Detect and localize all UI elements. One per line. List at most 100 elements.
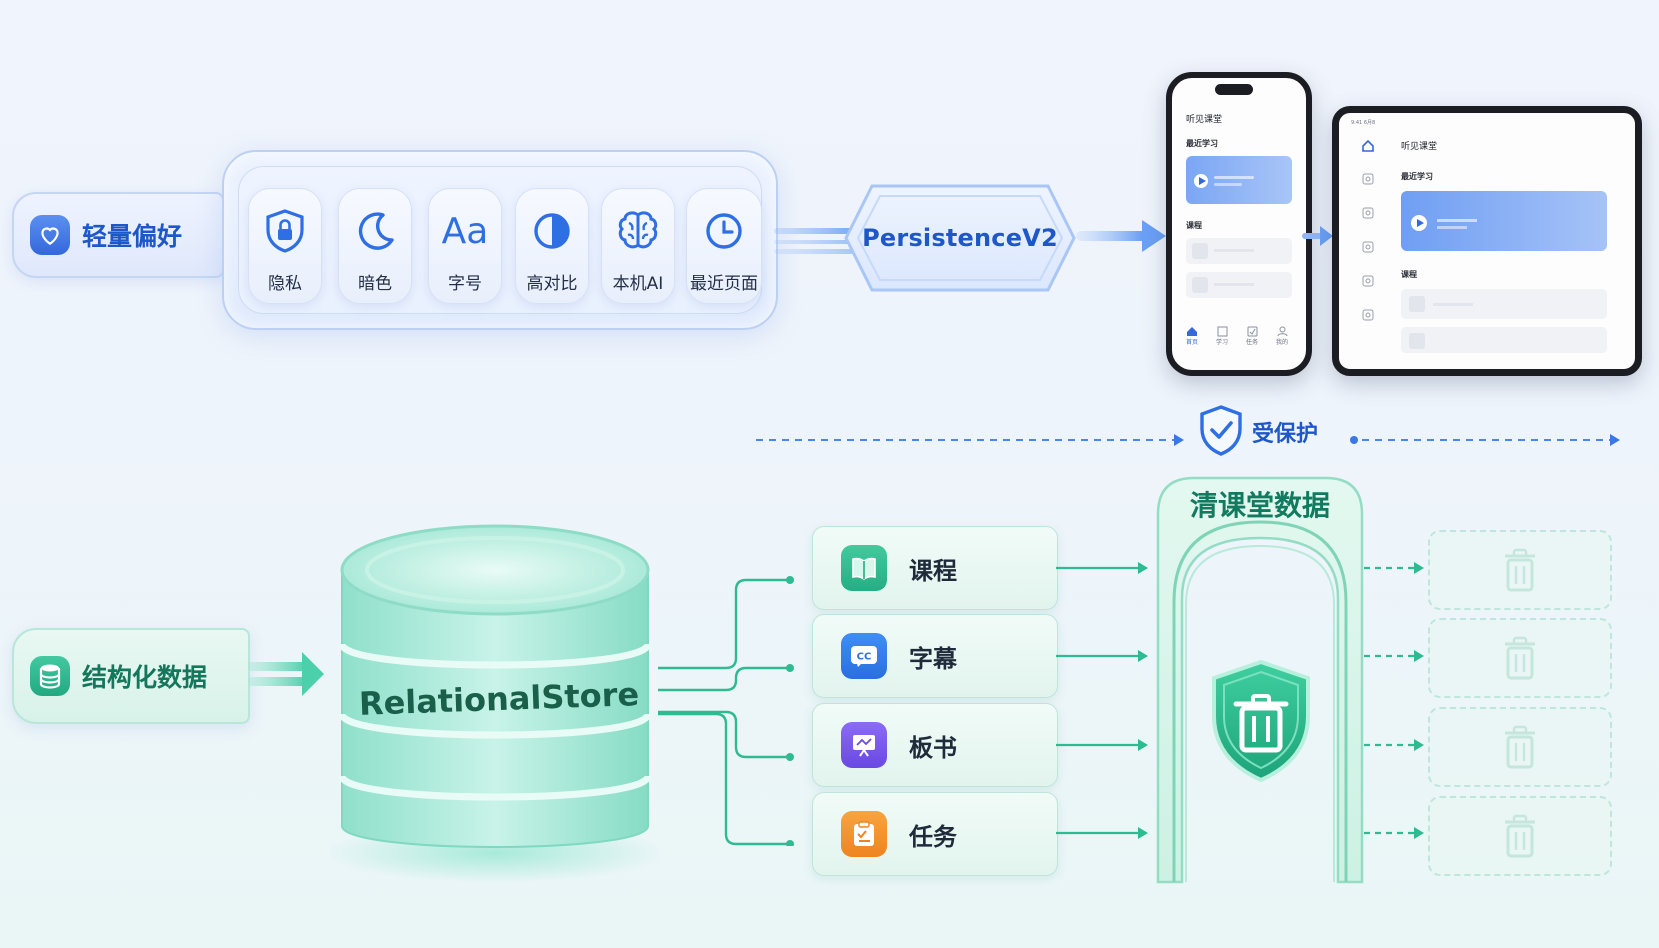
pref-contrast: 高对比	[515, 188, 589, 304]
play-icon	[1417, 219, 1424, 227]
trash-icon	[1505, 548, 1535, 592]
shield-trash-icon	[1212, 659, 1310, 783]
tab-home[interactable]: 首页	[1180, 322, 1204, 346]
clear-classroom-title: 清课堂数据	[1189, 489, 1330, 522]
phone-courses-label: 课程	[1186, 221, 1202, 230]
trash-icon	[1505, 636, 1535, 680]
item-tasks-label: 任务	[909, 823, 957, 851]
tablet-sidebar	[1359, 139, 1379, 339]
item-tasks: 任务	[812, 792, 1058, 876]
structured-to-store-arrow	[248, 652, 324, 696]
svg-text:CC: CC	[857, 652, 872, 663]
pref-local-ai-label: 本机AI	[612, 274, 664, 294]
pref-font-size-label: 字号	[448, 274, 482, 294]
tablet-course-row[interactable]	[1401, 289, 1607, 319]
phone-course-row[interactable]	[1186, 272, 1292, 298]
bin-slot-1	[1428, 530, 1612, 610]
heart-icon-box	[30, 215, 70, 255]
bin-slot-3	[1428, 707, 1612, 787]
lock-shield-icon	[266, 209, 304, 253]
play-icon	[1199, 177, 1206, 185]
nav-icon[interactable]	[1362, 275, 1374, 287]
bin-slot-2	[1428, 618, 1612, 698]
clipboard-icon-box	[841, 811, 887, 857]
pref-dark: 暗色	[338, 188, 412, 304]
pref-recent-pages-label: 最近页面	[690, 274, 758, 294]
prefs-to-persistence-beam	[774, 228, 854, 254]
tab-tasks[interactable]: 任务	[1240, 322, 1264, 346]
home-icon[interactable]	[1361, 139, 1375, 153]
clear-classroom-gate	[1156, 476, 1364, 884]
store-to-items-connectors	[658, 576, 794, 846]
whiteboard-icon	[853, 735, 875, 757]
pref-font-size: Aa 字号	[428, 188, 502, 304]
item-course-label: 课程	[909, 557, 957, 585]
pref-privacy-label: 隐私	[268, 274, 302, 294]
relational-store-cylinder	[330, 524, 660, 883]
clipboard-icon	[854, 821, 874, 846]
pref-contrast-label: 高对比	[526, 274, 578, 294]
item-whiteboard: 板书	[812, 703, 1058, 787]
tablet-course-row[interactable]	[1401, 327, 1607, 353]
heart-icon	[41, 227, 59, 245]
tablet-courses-label: 课程	[1401, 270, 1417, 279]
phone-notch	[1215, 84, 1253, 95]
user-small-icon	[1277, 326, 1287, 337]
phone-device: 听见课堂 最近学习 课程 首页 学习 任务 我的	[1166, 72, 1312, 376]
nav-icon[interactable]	[1362, 207, 1374, 219]
pref-recent-pages: 最近页面	[686, 188, 762, 304]
gate-to-bins-arrows	[1364, 562, 1424, 839]
persistence-v2-label: PersistenceV2	[862, 224, 1058, 252]
book-icon-box	[841, 545, 887, 591]
font-size-icon: Aa	[441, 210, 489, 252]
nav-icon[interactable]	[1362, 309, 1374, 321]
nav-icon[interactable]	[1362, 173, 1374, 185]
shield-check-icon	[1200, 405, 1242, 456]
light-prefs-pill: 轻量偏好	[12, 192, 224, 278]
moon-icon	[358, 212, 394, 250]
persistence-v2-node: PersistenceV2	[842, 180, 1078, 296]
item-whiteboard-label: 板书	[909, 734, 957, 762]
home-icon	[1187, 327, 1197, 336]
brain-icon	[618, 211, 658, 249]
pref-local-ai: 本机AI	[601, 188, 675, 304]
phone-recent-label: 最近学习	[1186, 139, 1218, 148]
bin-slot-4	[1428, 796, 1612, 876]
whiteboard-icon-box	[841, 722, 887, 768]
trash-icon	[1505, 814, 1535, 858]
persistence-to-devices-arrow	[1076, 220, 1166, 252]
tab-me[interactable]: 我的	[1270, 322, 1294, 346]
book-small-icon	[1217, 326, 1227, 337]
hexagon-frame	[844, 184, 1076, 292]
prefs-panel: 隐私 暗色 Aa 字号 高对比 本机AI	[222, 150, 778, 330]
protected-label: 受保护	[1252, 422, 1319, 447]
phone-app-title: 听见课堂	[1186, 115, 1223, 125]
contrast-icon	[534, 213, 570, 249]
tablet-recent-label: 最近学习	[1401, 172, 1433, 181]
book-icon	[852, 557, 876, 580]
database-icon-box	[30, 656, 70, 696]
tablet-recent-card[interactable]	[1401, 191, 1607, 251]
cc-icon: CC	[851, 646, 877, 667]
item-course: 课程	[812, 526, 1058, 610]
tablet-status: 9:41 6月8	[1351, 120, 1376, 126]
clock-icon	[706, 213, 742, 249]
tab-study[interactable]: 学习	[1210, 322, 1234, 346]
light-prefs-label: 轻量偏好	[82, 222, 183, 251]
pref-dark-label: 暗色	[358, 274, 392, 294]
tablet-device: 9:41 6月8 听见课堂 最近学习 课程	[1332, 106, 1642, 376]
trash-icon	[1505, 725, 1535, 769]
phone-course-row[interactable]	[1186, 238, 1292, 264]
item-subtitles: CC 字幕	[812, 614, 1058, 698]
protection-line	[756, 434, 1620, 446]
phone-recent-card[interactable]	[1186, 156, 1292, 204]
phone-to-tablet-arrow	[1302, 226, 1333, 246]
structured-data-label: 结构化数据	[82, 663, 208, 692]
nav-icon[interactable]	[1362, 241, 1374, 253]
tablet-app-title: 听见课堂	[1401, 142, 1438, 152]
cc-icon-box: CC	[841, 633, 887, 679]
items-to-gate-arrows	[1056, 562, 1148, 839]
structured-data-pill: 结构化数据	[12, 628, 250, 724]
task-small-icon	[1247, 326, 1257, 337]
pref-privacy: 隐私	[248, 188, 322, 304]
